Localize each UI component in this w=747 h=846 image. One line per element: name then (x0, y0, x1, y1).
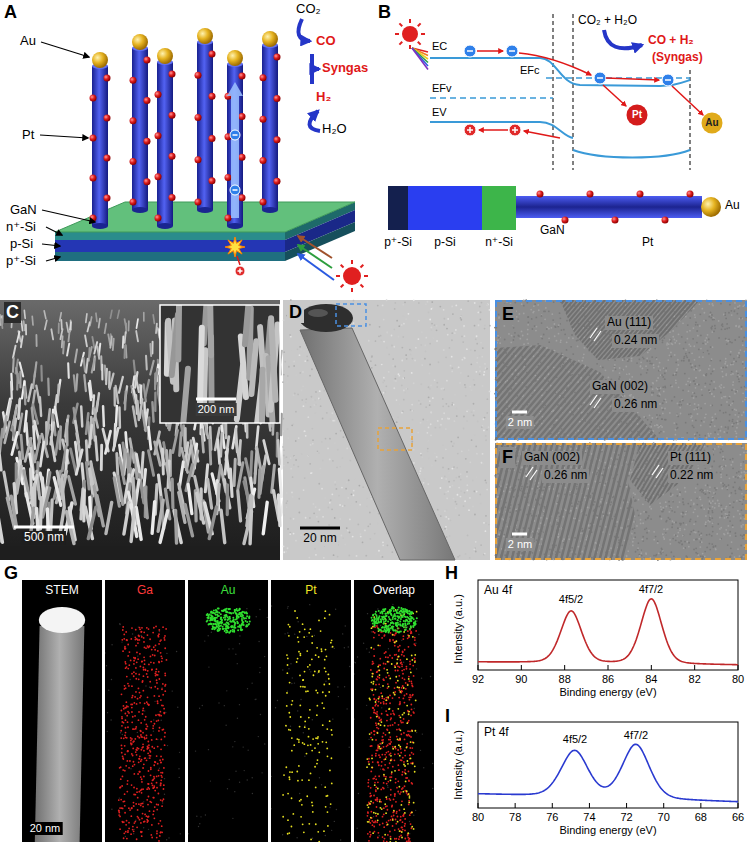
figure-stage: PtAup⁺-Sip-Sin⁺-SiGaNSTEMGaAuPtOverlap A… (0, 0, 747, 846)
